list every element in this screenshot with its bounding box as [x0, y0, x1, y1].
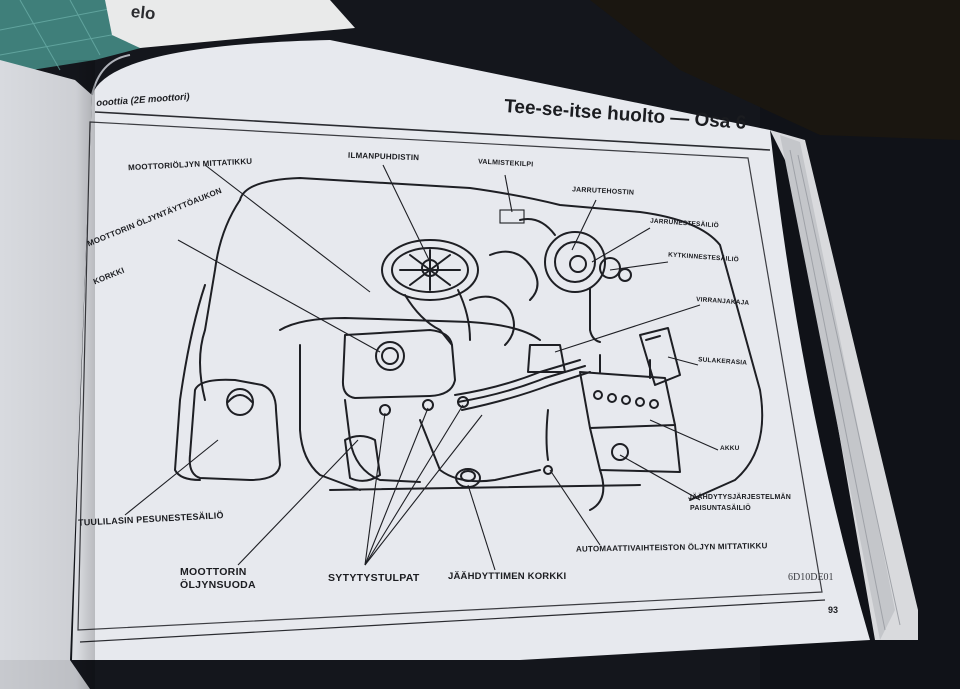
label-battery: AKKU: [720, 445, 740, 452]
label-oil-filter-2: ÖLJYNSUODA: [180, 579, 256, 591]
label-spark-plugs: SYTYTYSTULPAT: [328, 572, 420, 584]
top-book-title: elo: [130, 2, 157, 24]
label-expansion-tank: JÄÄHDYTYSJÄRJESTELMÄN: [688, 494, 791, 501]
label-radiator-cap: JÄÄHDYTTIMEN KORKKI: [448, 571, 567, 582]
right-page: [72, 40, 870, 660]
top-book: [105, 0, 355, 48]
label-expansion-tank-2: PAISUNTASÄILIÖ: [690, 505, 751, 512]
page-number: 93: [828, 605, 839, 615]
label-oil-filter: MOOTTORIN: [180, 566, 247, 578]
leader-lines: [124, 164, 719, 571]
figure-code: 6D10DE01: [788, 572, 834, 583]
